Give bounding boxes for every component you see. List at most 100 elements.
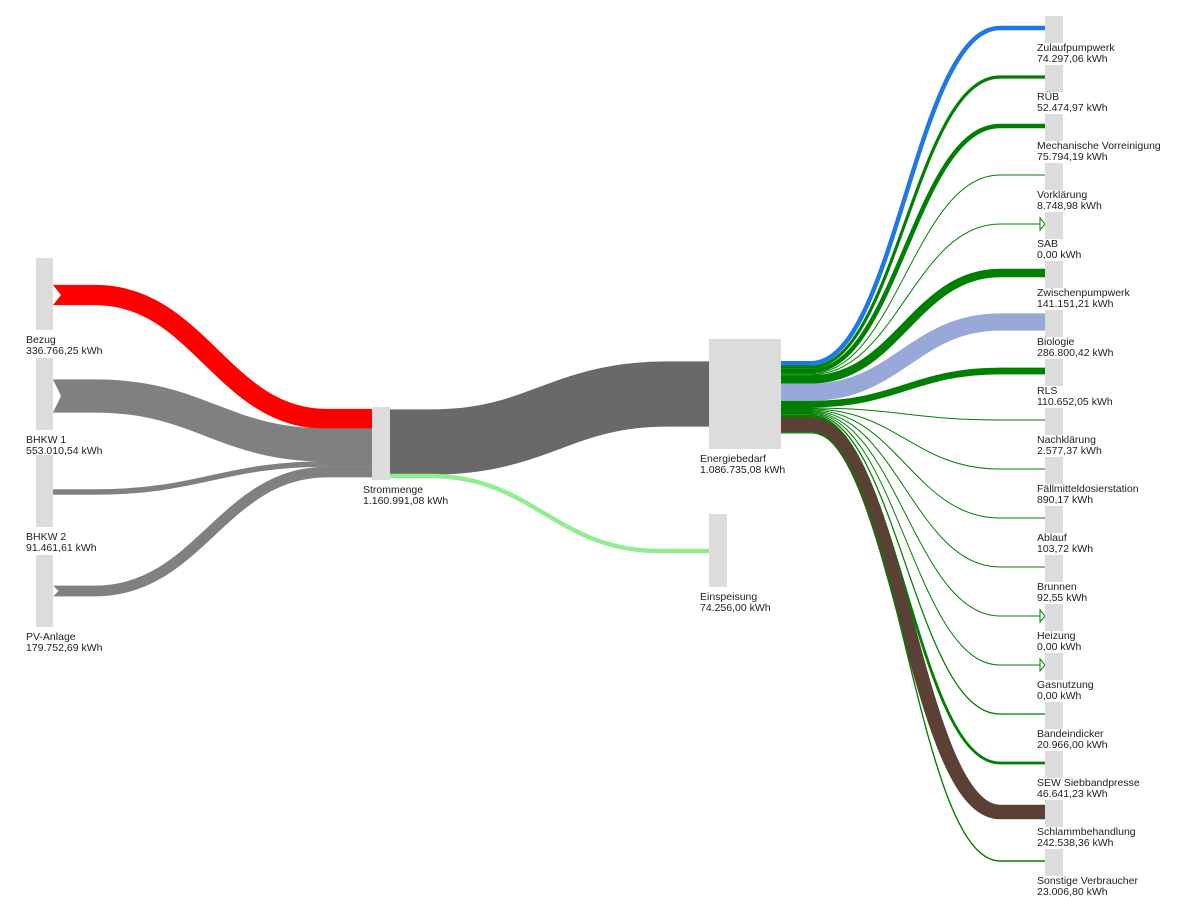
flow-strom-einsp[interactable] [390, 473, 709, 554]
node-strom[interactable] [372, 407, 390, 480]
node-value: 75.794,19 kWh [1037, 151, 1108, 163]
node-value: 103,72 kWh [1037, 543, 1094, 555]
flow-pv-strom[interactable] [53, 466, 372, 597]
flow-energie-r9[interactable] [781, 408, 1045, 470]
flow-energie-r4[interactable] [781, 223, 1045, 376]
node-bhkw2[interactable] [36, 455, 53, 527]
node-r9[interactable] [1045, 457, 1063, 484]
node-value: 1.160.991,08 kWh [363, 495, 449, 507]
node-r13[interactable] [1045, 653, 1063, 680]
flow-bhkw2-strom[interactable] [53, 461, 372, 495]
node-r1[interactable] [1045, 65, 1063, 92]
links [53, 25, 1046, 862]
node-name: Bandeindicker [1037, 728, 1104, 740]
node-r16[interactable] [1045, 800, 1063, 827]
flow-energie-r5[interactable] [781, 268, 1045, 384]
node-r2[interactable] [1045, 114, 1063, 141]
flow-bezug-strom[interactable] [53, 284, 372, 430]
node-name: Mechanische Vorreinigung [1037, 140, 1161, 152]
node-r8[interactable] [1045, 408, 1063, 435]
flow-energie-r6[interactable] [781, 313, 1045, 401]
node-bhkw1[interactable] [36, 358, 53, 430]
flow-energie-r3[interactable] [781, 174, 1045, 375]
node-name: Nachklärung [1037, 434, 1096, 446]
node-name: Gasnutzung [1037, 679, 1094, 691]
flow-energie-r2[interactable] [781, 123, 1045, 374]
node-r15[interactable] [1045, 751, 1063, 778]
node-name: Biologie [1037, 336, 1075, 348]
node-value: 242.538,36 kWh [1037, 837, 1114, 849]
node-r17[interactable] [1045, 849, 1063, 876]
zero-flow-arrow-icon [1039, 657, 1046, 673]
node-name: Schlammbehandlung [1037, 826, 1136, 838]
node-value: 92,55 kWh [1037, 592, 1088, 604]
zero-flow-arrow-icon [1039, 608, 1046, 624]
flow-energie-r10[interactable] [781, 409, 1045, 519]
node-name: SEW Siebbandpresse [1037, 777, 1140, 789]
node-name: Strommenge [363, 484, 424, 496]
flow-energie-r15[interactable] [781, 414, 1045, 765]
node-r3[interactable] [1045, 163, 1063, 190]
zero-flow-arrow-icon [1039, 216, 1046, 232]
node-value: 20.966,00 kWh [1037, 739, 1108, 751]
node-r6[interactable] [1045, 310, 1063, 337]
node-value: 110.652,05 kWh [1037, 396, 1113, 408]
node-value: 0,00 kWh [1037, 249, 1082, 261]
node-r14[interactable] [1045, 702, 1063, 729]
node-r5[interactable] [1045, 261, 1063, 288]
flow-energie-r13[interactable] [781, 412, 1045, 666]
source-notch-icon [53, 379, 61, 413]
flow-energie-r1[interactable] [781, 75, 1045, 369]
node-value: 74.256,00 kWh [700, 602, 771, 614]
flow-energie-r17[interactable] [781, 432, 1045, 862]
node-value: 0,00 kWh [1037, 690, 1082, 702]
flow-bhkw1-strom[interactable] [53, 379, 372, 462]
node-r7[interactable] [1045, 359, 1063, 386]
node-name: Zulaufpumpwerk [1037, 42, 1115, 54]
node-bezug[interactable] [36, 258, 53, 330]
node-value: 1.086.735,08 kWh [700, 464, 786, 476]
flow-energie-r14[interactable] [781, 413, 1045, 715]
node-einsp[interactable] [709, 514, 727, 587]
flow-energie-r16[interactable] [781, 417, 1045, 820]
node-r4[interactable] [1045, 212, 1063, 239]
flow-energie-r0[interactable] [781, 25, 1045, 366]
node-name: RLS [1037, 385, 1058, 397]
node-name: Sonstige Verbraucher [1037, 875, 1138, 887]
node-value: 141.151,21 kWh [1037, 298, 1114, 310]
node-name: Heizung [1037, 630, 1076, 642]
node-value: 0,00 kWh [1037, 641, 1082, 653]
flow-energie-r12[interactable] [781, 411, 1045, 617]
node-r12[interactable] [1045, 604, 1063, 631]
node-pv[interactable] [36, 555, 53, 627]
node-r0[interactable] [1045, 16, 1063, 43]
flow-energie-r7[interactable] [781, 367, 1045, 408]
flow-energie-r8[interactable] [781, 407, 1045, 421]
node-value: 91.461,61 kWh [26, 542, 97, 554]
node-value: 286.800,42 kWh [1037, 347, 1114, 359]
node-energie[interactable] [709, 339, 781, 449]
node-name: Zwischenpumpwerk [1037, 287, 1130, 299]
node-r11[interactable] [1045, 555, 1063, 582]
flow-energie-r11[interactable] [781, 410, 1045, 568]
source-notch-icon [53, 585, 59, 597]
node-name: RÜB [1037, 91, 1060, 103]
node-value: 52.474,97 kWh [1037, 102, 1108, 114]
flow-strom-energie[interactable] [390, 361, 709, 475]
node-r10[interactable] [1045, 506, 1063, 533]
